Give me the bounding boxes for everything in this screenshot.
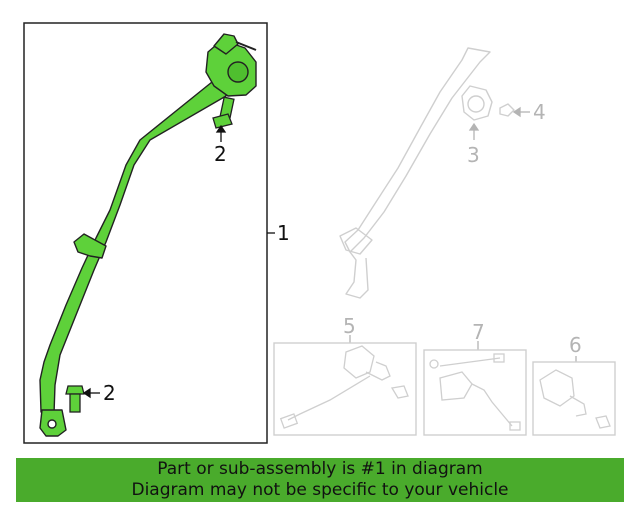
faded-retractor-spool bbox=[467, 95, 485, 113]
subassembly-5-frame bbox=[273, 342, 417, 436]
banner-line-2: Diagram may not be specific to your vehi… bbox=[131, 480, 509, 500]
callout-7: 7 bbox=[472, 320, 485, 344]
bolt-upper[interactable] bbox=[212, 96, 235, 129]
bolt-upper-head bbox=[212, 113, 233, 129]
belt-webbing bbox=[39, 69, 227, 415]
bolt-lower[interactable] bbox=[65, 385, 85, 413]
callout-4: 4 bbox=[533, 100, 546, 124]
faded-retractor bbox=[461, 85, 493, 121]
anchor-hole bbox=[47, 419, 57, 429]
callout-5: 5 bbox=[343, 314, 356, 338]
callout-arrows-gray bbox=[349, 106, 577, 362]
seat-belt-assembly[interactable] bbox=[39, 33, 257, 437]
retractor-tab bbox=[235, 41, 257, 51]
parts-diagram: 1 2 2 3 4 5 7 bbox=[23, 22, 616, 444]
buckle-assembly-5 bbox=[279, 345, 409, 429]
info-banner: Part or sub-assembly is #1 in diagram Di… bbox=[16, 458, 624, 502]
callout-1: 1 bbox=[277, 221, 290, 245]
faded-bolt-4 bbox=[499, 103, 515, 117]
callout-2-upper: 2 bbox=[214, 142, 227, 166]
callout-6: 6 bbox=[569, 333, 582, 357]
belt-guide-loop bbox=[73, 233, 107, 259]
bolt-lower-shank bbox=[69, 393, 81, 413]
subassembly-6-frame bbox=[532, 361, 616, 436]
retractor-spool bbox=[227, 61, 249, 83]
callout-2-lower: 2 bbox=[103, 381, 116, 405]
faded-seat-belt bbox=[339, 47, 515, 299]
faded-belt-lower bbox=[345, 251, 369, 299]
callout-3: 3 bbox=[467, 143, 480, 167]
sensor-assembly-7 bbox=[429, 353, 521, 431]
faded-belt-loop bbox=[339, 227, 373, 255]
banner-line-1: Part or sub-assembly is #1 in diagram bbox=[157, 459, 483, 479]
retractor-bracket bbox=[213, 33, 239, 55]
bolt-lower-head bbox=[65, 385, 85, 395]
subassembly-7-frame bbox=[423, 349, 527, 436]
callout-arrows-dark bbox=[82, 124, 275, 399]
buckle-assembly-6 bbox=[539, 369, 611, 429]
